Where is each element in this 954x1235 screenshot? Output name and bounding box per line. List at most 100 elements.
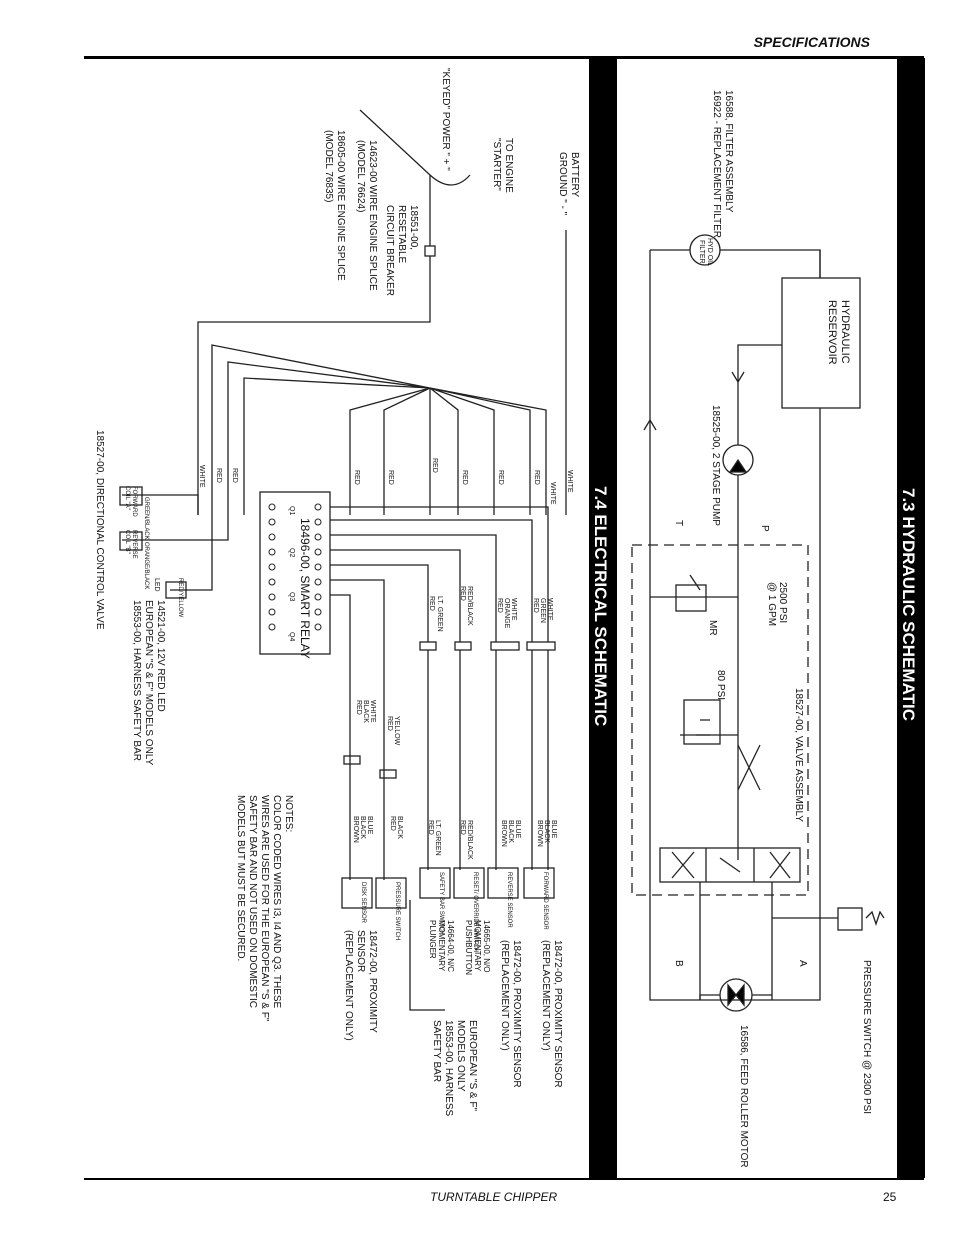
port-a-label: A [797,960,808,967]
forward-coil-tag: COIL "A" [124,486,130,510]
breaker-label-1: 18551-00, [408,205,419,250]
led-tag: LED [153,578,160,592]
reverse-sensor-text: REVERSE SENSOR [506,872,512,928]
wire-red: RED [533,470,540,485]
splice-2-model: (MODEL 76835) [323,130,334,202]
notes-line-1: COLOR CODED WIRES I3, I4 AND Q3. THESE [271,795,282,1009]
wire-tag-ltgreen-2: LT. GREEN [434,820,441,856]
reset-switch-text: RESET/ OVERRIDE SWITCH [472,872,478,952]
wire-tag-redblack: RED/BLACK [466,586,473,626]
breaker-label-3: CIRCUIT BREAKER [384,205,395,296]
reservoir-box [781,277,861,409]
wire-tag-brown-2: BROWN [500,820,507,847]
wire-tag-white-2: WHITE [510,598,517,621]
pump-label: 18525-00, 2 STAGE PUMP [710,405,721,526]
wire-tag-red: RED [532,598,539,613]
battery-ground-label: GROUND " - " [557,152,568,216]
forward-coil-label: FORWARD [131,486,137,517]
wire-tag-white-4: WHITE [369,700,376,723]
connector [526,641,556,651]
port-b-label: B [673,960,684,967]
wire-tag-red-5: RED [355,700,362,715]
port-t-label: T [673,520,684,526]
wire-white-2: WHITE [549,482,556,505]
directional-valve [659,847,801,883]
notes-title: NOTES: [283,795,294,832]
wire-tag-red-7: RED [459,820,466,835]
filter-symbol-text: HYD OIL [706,238,713,266]
safety-bar-text: SAFETY BAR SWITCH [438,872,444,935]
wire-tag-black: BLACK [362,700,369,723]
circuit-breaker-symbol [424,245,436,257]
reverse-coil [119,531,143,551]
wire-tag-redyellow: RED/YELLOW [177,578,183,618]
wire-tag-black-2: BLACK [543,820,550,843]
wire-red-5: RED [387,470,394,485]
plunger-label-2: MOMENTARY [437,920,446,972]
check-valve [683,699,721,745]
wire-tag-blue-3: BLUE [366,816,373,835]
wire-red-2: RED [497,470,504,485]
wire-tag-yellow: YELLOW [393,716,400,746]
filter-assembly-label: 16588, FILTER ASSEMBLY [723,90,734,213]
led-symbol [165,581,187,599]
starter-label: "STARTER" [491,138,502,191]
relay-q2: Q2 [288,548,295,557]
wire-tag-white: WHITE [546,598,553,621]
wire-tag-brown: BROWN [536,820,543,847]
led-label: 14521-00, 12V RED LED [155,600,166,712]
relief-flow-label: @ 1 GPM [766,582,777,626]
wire-red-4: RED [431,458,438,473]
splice-1-model: (MODEL 76624) [355,140,366,212]
wire-tag-black-5: BLACK [359,816,366,839]
relief-valve [675,584,707,612]
pushbutton-label-3: PUSHBUTTON [464,920,473,975]
euro-label-2: MODELS ONLY [455,1020,466,1092]
check-pressure-label: 80 PSI [715,670,726,700]
euro-label: EUROPEAN "S & F" [467,1020,478,1111]
breaker-label-2: RESETABLE [396,205,407,263]
reverse-coil-label: REVERSE [131,530,137,559]
pushbutton-label-2: MOMENTARY [473,920,482,972]
section-header: SPECIFICATIONS [753,34,870,50]
header-rule [84,56,924,59]
pushbutton-label: 14665-00, N/O [482,920,491,972]
plunger-label: 14664-00, N/C [446,920,455,972]
hydraulic-heading-bar: 7.3 HYDRAULIC SCHEMATIC [897,58,925,1178]
euro-label-3: 18553-00, HARNESS [443,1020,454,1116]
wire-tag-ltgreen: LT. GREEN [436,596,443,632]
forward-sensor-text: FORWARD SENSOR [542,872,548,930]
reverse-prox-label: 18472-00, PROXIMITY SENSOR [511,940,522,1088]
wire-red-7: RED [231,468,238,483]
relay-q1: Q1 [288,506,295,515]
wire-tag-blue: BLUE [550,820,557,839]
motor-label: 16586, FEED ROLLER MOTOR [738,1025,749,1168]
reverse-coil-tag: COIL "B" [124,530,130,554]
notes-line-2: WIRES ARE USED FOR THE EUROPEAN "S & F" [259,795,270,1022]
wire-tag-red-8: RED [427,820,434,835]
footer-title: TURNTABLE CHIPPER [430,1190,558,1204]
wire-tag-red-3: RED [459,586,466,601]
reservoir-label: HYDRAULIC [839,300,851,364]
relay-q3: Q3 [288,592,295,601]
disk-prox-label: 18472-00, PROXIMITY [367,930,378,1033]
wire-tag-red-2: RED [496,598,503,613]
pressure-switch-symbol [837,907,863,931]
led-harness-label: 18553-00, HARNESS SAFETY BAR [131,600,142,761]
mr-label: MR [707,620,718,636]
wire-tag-black-4: BLACK [396,816,403,839]
filter-symbol-text-2: FILTER [698,240,705,264]
pressure-switch-label: PRESSURE SWITCH @ 2300 PSI [861,960,872,1114]
wire-red-6: RED [353,470,360,485]
wire-tag-red-6: RED [386,716,393,731]
wire-white-3: WHITE [198,465,205,488]
page-number: 25 [883,1190,897,1204]
euro-label-4: SAFETY BAR [431,1020,442,1082]
relief-pressure-label: 2500 PSI [777,582,788,623]
electrical-heading-bar: 7.4 ELECTRICAL SCHEMATIC [589,58,617,1178]
forward-prox-label: 18472-00, PROXIMITY SENSOR [552,940,563,1088]
disk-prox-note: (REPLACEMENT ONLY) [343,930,354,1041]
wire-tag-brown-3: BROWN [352,816,359,843]
replacement-filter-label: 16922 - REPLACEMENT FILTER [711,90,722,238]
